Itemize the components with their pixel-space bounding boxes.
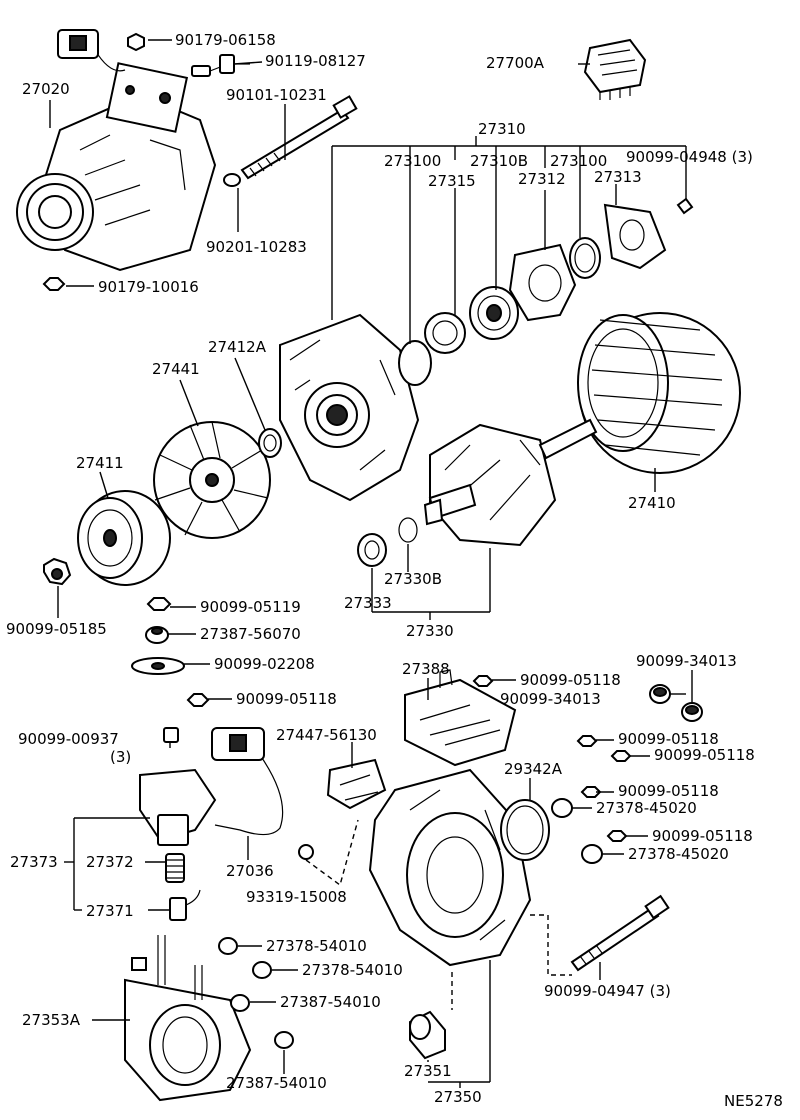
label-27388: 27388 bbox=[402, 660, 450, 678]
label-27350: 27350 bbox=[434, 1088, 482, 1106]
label-90099-04947: 90099-04947 (3) bbox=[544, 982, 671, 1000]
alternator-assembly-drawing bbox=[16, 29, 217, 272]
label-90099-00937: 90099-00937 bbox=[18, 730, 119, 748]
label-27310q-2: 273100 bbox=[550, 152, 607, 170]
label-27411: 27411 bbox=[76, 454, 124, 472]
diagram-code: NE5278 bbox=[724, 1092, 783, 1110]
label-27351: 27351 bbox=[404, 1062, 452, 1080]
label-27020: 27020 bbox=[22, 80, 70, 98]
label-27412a: 27412A bbox=[208, 338, 267, 356]
label-27353a: 27353A bbox=[22, 1011, 81, 1029]
bearing-seals-drawing bbox=[357, 517, 418, 567]
label-90099-05118-b: 90099-05118 bbox=[520, 671, 621, 689]
label-90099-00937-qty: (3) bbox=[110, 748, 131, 766]
rear-bolt-drawing bbox=[570, 894, 670, 972]
fan-drawing bbox=[153, 421, 271, 539]
through-bolt-drawing bbox=[240, 95, 358, 180]
terminal-insulators-drawing bbox=[649, 684, 703, 722]
rear-end-frame-drawing bbox=[368, 768, 532, 967]
label-90099-34013-b: 90099-34013 bbox=[500, 690, 601, 708]
pulley-drawing bbox=[77, 490, 171, 586]
label-90099-02208: 90099-02208 bbox=[214, 655, 315, 673]
small-bolts-top-drawing bbox=[42, 32, 250, 291]
label-90201-10283: 90201-10283 bbox=[206, 238, 307, 256]
label-27310q-1: 273100 bbox=[384, 152, 441, 170]
label-27310: 27310 bbox=[478, 120, 526, 138]
o-ring-drawing bbox=[500, 799, 550, 861]
label-90099-34013-a: 90099-34013 bbox=[636, 652, 737, 670]
insulating-bushings-drawing bbox=[218, 937, 294, 1049]
part-number-labels: 90179-06158 90119-08127 27700A 27020 901… bbox=[6, 31, 783, 1110]
label-27373: 27373 bbox=[10, 853, 58, 871]
rotor-drawing bbox=[423, 418, 598, 547]
label-90179-06158: 90179-06158 bbox=[175, 31, 276, 49]
label-90099-05185: 90099-05185 bbox=[6, 620, 107, 638]
label-27330: 27330 bbox=[406, 622, 454, 640]
regulator-drawing bbox=[583, 38, 647, 100]
label-27378-45020-a: 27378-45020 bbox=[596, 799, 697, 817]
leader-lines bbox=[49, 39, 693, 1088]
label-27371: 27371 bbox=[86, 902, 134, 920]
spacer-collar-drawing bbox=[258, 428, 282, 458]
label-90099-04948: 90099-04948 (3) bbox=[626, 148, 753, 166]
label-27313: 27313 bbox=[594, 168, 642, 186]
washers-and-nuts-drawing bbox=[131, 597, 210, 707]
label-27410: 27410 bbox=[628, 494, 676, 512]
label-27378-54010-b: 27378-54010 bbox=[302, 961, 403, 979]
label-27372: 27372 bbox=[86, 853, 134, 871]
brush-holder-drawing bbox=[139, 727, 217, 921]
label-90179-10016: 90179-10016 bbox=[98, 278, 199, 296]
label-27387-54010-a: 27387-54010 bbox=[280, 993, 381, 1011]
label-90101-10231: 90101-10231 bbox=[226, 86, 327, 104]
rectifier-assembly-drawing bbox=[124, 935, 252, 1102]
label-27387-54010-b: 27387-54010 bbox=[226, 1074, 327, 1092]
stator-drawing bbox=[577, 312, 741, 474]
label-27310b: 27310B bbox=[470, 152, 528, 170]
rear-bushing-drawing bbox=[409, 1010, 446, 1060]
label-27700a: 27700A bbox=[486, 54, 545, 72]
label-27387-56070: 27387-56070 bbox=[200, 625, 301, 643]
drive-end-frame-drawing bbox=[279, 313, 420, 502]
rectifier-holder-drawing bbox=[404, 669, 517, 767]
bearing-stack-drawing bbox=[398, 197, 694, 386]
label-27378-45020-b: 27378-45020 bbox=[628, 845, 729, 863]
label-90099-05118-d: 90099-05118 bbox=[654, 746, 755, 764]
label-27333: 27333 bbox=[344, 594, 392, 612]
label-27447-56130: 27447-56130 bbox=[276, 726, 377, 744]
label-29342a: 29342A bbox=[504, 760, 563, 778]
label-27378-54010-a: 27378-54010 bbox=[266, 937, 367, 955]
terminal-bracket-drawing bbox=[298, 758, 387, 860]
label-27036: 27036 bbox=[226, 862, 274, 880]
label-27330b: 27330B bbox=[384, 570, 442, 588]
label-27315: 27315 bbox=[428, 172, 476, 190]
label-27441: 27441 bbox=[152, 360, 200, 378]
label-90099-05118-a: 90099-05118 bbox=[236, 690, 337, 708]
label-90099-05118-c: 90099-05118 bbox=[618, 730, 719, 748]
label-90099-05118-e: 90099-05118 bbox=[618, 782, 719, 800]
label-93319-15008: 93319-15008 bbox=[246, 888, 347, 906]
label-90099-05118-f: 90099-05118 bbox=[652, 827, 753, 845]
label-90119-08127: 90119-08127 bbox=[265, 52, 366, 70]
label-90099-05119: 90099-05119 bbox=[200, 598, 301, 616]
label-27312: 27312 bbox=[518, 170, 566, 188]
terminal-plug-drawing bbox=[211, 727, 284, 836]
pulley-nut-drawing bbox=[43, 557, 72, 586]
